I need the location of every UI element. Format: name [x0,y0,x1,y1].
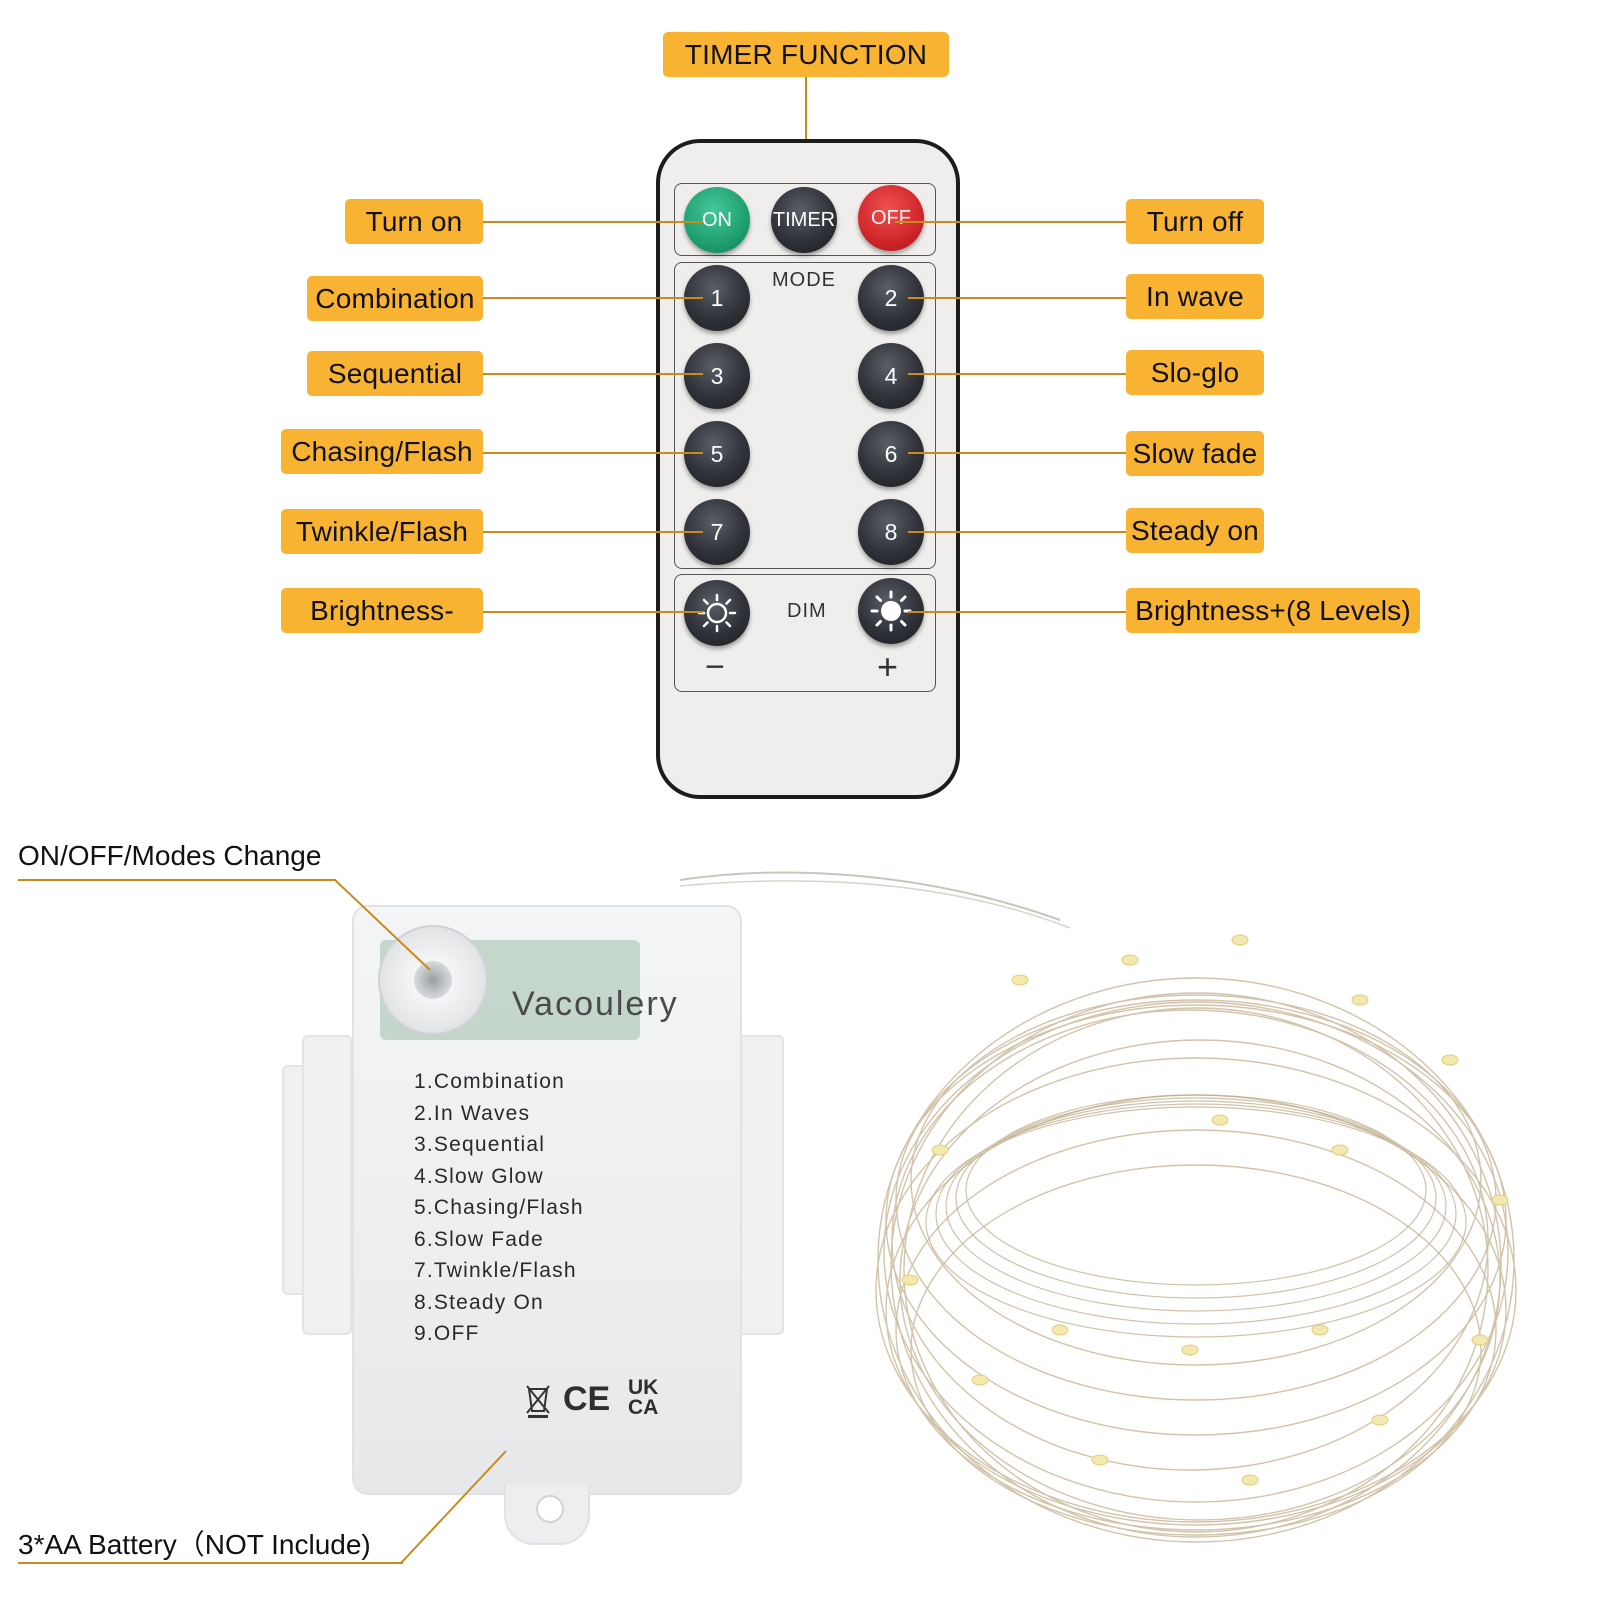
mode-list-item: 4.Slow Glow [414,1164,544,1188]
mode-list-item: 3.Sequential [414,1133,546,1156]
mode-4-label: 4 [884,362,898,389]
ukca-ca: CA [628,1396,659,1419]
sequential-leader-line [483,373,703,375]
chasing-flash-label: Chasing/Flash [291,435,473,467]
brightness-minus-label: Brightness- [310,594,454,626]
steady-on-tag: Steady on [1126,508,1264,553]
mode-list-item: 1.Combination [414,1070,566,1093]
mode-3-button[interactable]: 3 [684,343,750,409]
sun-dim-icon [697,593,737,633]
mode-list-item: 9.OFF [414,1322,480,1345]
slo-glo-leader-line [908,373,1126,375]
timer-function-label: TIMER FUNCTION [684,38,928,70]
switch-annotation-label: ON/OFF/Modes Change [18,840,322,871]
weee-bin-icon [526,1385,550,1418]
timer-button[interactable]: TIMER [771,187,837,253]
brightness-plus-tag: Brightness+(8 Levels) [1126,588,1420,633]
mode-3-label: 3 [710,362,724,389]
off-button[interactable]: OFF [858,185,924,251]
brightness-plus-label: Brightness+(8 Levels) [1135,594,1411,626]
switch-annotation-underline [18,879,336,881]
mode-2-label: 2 [884,284,898,311]
brightness-minus-tag: Brightness- [281,588,483,633]
switch-center [414,961,452,999]
modes-list: 1.Combination 2.In Waves 3.Sequential 4.… [414,1066,584,1350]
turn-off-leader-line [895,221,1126,223]
turn-on-leader-line [483,221,703,223]
chasing-flash-tag: Chasing/Flash [281,429,483,474]
brightness-minus-button[interactable] [684,580,750,646]
combination-leader-line [483,297,703,299]
sun-bright-icon [870,590,912,632]
string-lights-image [679,871,1517,1543]
on-button[interactable]: ON [684,187,750,253]
timer-function-tag: TIMER FUNCTION [663,32,949,77]
in-wave-tag: In wave [1126,274,1264,319]
power-switch-button[interactable] [378,925,488,1035]
brand-label: Vacoulery [512,985,679,1023]
steady-on-label: Steady on [1131,514,1259,546]
mode-7-label: 7 [710,518,724,545]
battery-annotation-label: 3*AA Battery（NOT Include) [18,1529,371,1560]
sequential-label: Sequential [327,357,463,389]
mode-list-item: 5.Chasing/Flash [414,1196,584,1219]
sequential-tag: Sequential [307,351,483,396]
battery-annotation-underline [18,1562,403,1564]
on-button-label: ON [702,208,732,231]
dim-label: DIM [787,600,827,622]
slow-fade-tag: Slow fade [1126,431,1264,476]
mode-6-label: 6 [884,440,898,467]
twinkle-flash-tag: Twinkle/Flash [281,509,483,554]
in-wave-leader-line [908,297,1126,299]
remote-dim-panel [674,574,936,692]
twinkle-flash-label: Twinkle/Flash [295,515,469,547]
box-left-clip-outer [302,1035,352,1335]
mode-4-button[interactable]: 4 [858,343,924,409]
slow-fade-leader-line [908,452,1126,454]
mode-6-button[interactable]: 6 [858,421,924,487]
remote-top-panel [674,183,936,256]
slo-glo-tag: Slo-glo [1126,350,1264,395]
combination-label: Combination [315,282,475,314]
switch-annotation-leader [334,879,431,971]
combination-tag: Combination [307,276,483,321]
timer-leader-line [805,77,807,195]
slo-glo-label: Slo-glo [1150,356,1240,388]
box-hanging-tab [504,1485,590,1545]
ce-mark: CE [563,1380,611,1418]
remote-mode-panel [674,262,936,569]
plus-sign: + [877,646,899,687]
brightness-plus-leader-line [908,611,1126,613]
mode-5-button[interactable]: 5 [684,421,750,487]
ukca-uk: UK [628,1376,659,1399]
ukca-mark: UK CA [628,1376,659,1419]
battery-annotation-leader [400,1450,507,1564]
turn-on-tag: Turn on [345,199,483,244]
twinkle-flash-leader-line [483,531,703,533]
timer-button-label: TIMER [772,208,836,231]
mode-8-label: 8 [884,518,898,545]
turn-off-tag: Turn off [1126,199,1264,244]
off-button-label: OFF [871,206,911,229]
mode-list-item: 7.Twinkle/Flash [414,1259,577,1282]
mode-list-item: 8.Steady On [414,1290,544,1314]
in-wave-label: In wave [1146,280,1244,312]
mode-list-item: 2.In Waves [414,1101,531,1125]
turn-on-label: Turn on [365,205,463,237]
mode-1-label: 1 [710,284,724,311]
mode-list-item: 6.Slow Fade [414,1227,544,1251]
steady-on-leader-line [908,531,1126,533]
chasing-flash-leader-line [483,452,703,454]
turn-off-label: Turn off [1146,205,1244,237]
minus-sign: − [705,648,725,686]
brightness-minus-leader-line [483,611,703,613]
hanging-hole [536,1495,564,1523]
mode-label: MODE [772,269,836,291]
mode-7-button[interactable]: 7 [684,499,750,565]
mode-5-label: 5 [710,440,724,467]
slow-fade-label: Slow fade [1132,437,1258,469]
